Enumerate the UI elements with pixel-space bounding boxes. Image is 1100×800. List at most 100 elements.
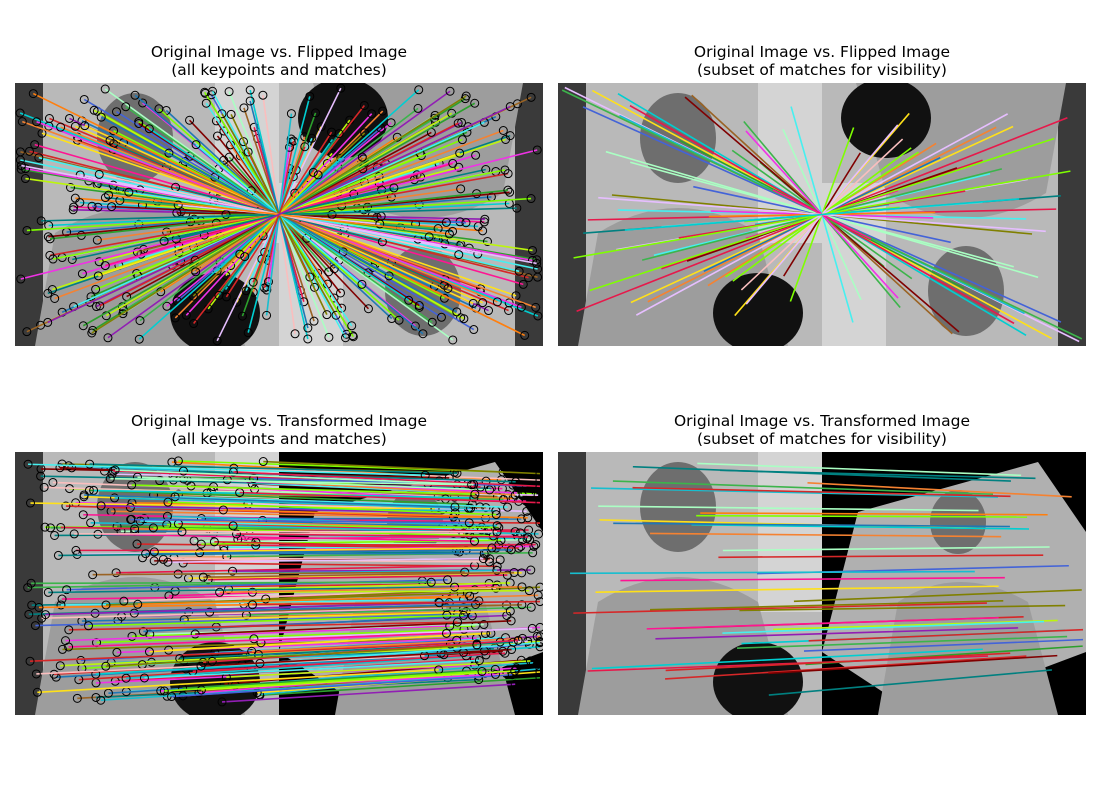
keypoint [491,583,501,593]
keypoint [263,277,273,287]
keypoint [535,638,543,648]
keypoint [111,568,121,578]
keypoint [215,587,225,597]
keypoint [461,218,471,228]
keypoint [50,530,60,540]
keypoint [347,321,357,331]
keypoint [91,302,101,312]
keypoint [248,277,258,287]
keypoint [141,549,151,559]
keypoint [94,169,104,179]
keypoint [444,229,454,239]
match-line [219,586,522,594]
match-line [665,652,1011,672]
match-line [84,494,456,508]
keypoint [316,122,326,132]
match-line [110,477,472,486]
keypoint [322,310,332,320]
keypoint [448,226,458,236]
keypoint [212,336,222,346]
keypoint [517,582,527,592]
keypoint [533,311,543,321]
keypoint [228,566,238,576]
keypoint [155,476,165,486]
keypoint [459,610,469,620]
keypoint [386,118,396,128]
keypoint [445,86,455,96]
match-lines [23,456,543,707]
match-line [68,632,447,648]
title-line-1: Original Image vs. Flipped Image [693,43,951,61]
keypoint [492,521,502,531]
match-line [226,660,531,679]
keypoint [454,250,464,260]
keypoint [189,319,199,329]
keypoint [510,527,520,537]
keypoint [154,104,164,114]
keypoint [135,516,145,526]
match-line [768,669,1053,696]
keypoint [357,152,367,162]
keypoint [125,502,135,512]
keypoint [459,314,469,324]
keypoint [241,286,251,296]
keypoint [471,599,481,609]
keypoint [68,205,78,215]
keypoint [232,529,242,539]
keypoint [532,145,542,155]
keypoint [500,165,510,175]
match-line [143,615,473,633]
keypoint [375,219,385,229]
keypoint [31,669,41,679]
keypoint [492,565,502,575]
keypoint [214,290,224,300]
match-line [650,599,1004,611]
match-image-flipped-all [15,83,543,346]
match-line [696,514,1028,518]
keypoint [531,540,541,550]
keypoint [196,539,206,549]
keypoint [516,302,526,312]
keypoint [514,266,524,276]
keypoint [528,245,538,255]
keypoint [535,673,543,683]
match-line [718,554,1044,559]
keypoint [498,126,508,136]
match-line [137,476,490,491]
keypoint [40,522,50,532]
keypoint [164,148,174,158]
keypoint [485,554,495,564]
keypoint [188,291,198,301]
match-line [68,621,458,631]
keypoint [126,515,136,525]
match-line [632,486,1011,498]
keypoint [474,655,484,665]
match-line [650,532,1002,538]
keypoint [58,644,68,654]
keypoint [357,279,367,289]
match-line [41,606,447,620]
match-line [722,546,1050,552]
keypoint [26,578,36,588]
keypoint [173,200,183,210]
keypoint [404,295,414,305]
keypoint [495,555,505,565]
keypoint [258,231,268,241]
keypoint [66,183,76,193]
keypoint [506,545,516,555]
keypoint [91,284,101,294]
match-line [620,576,1005,582]
keypoint [424,232,434,242]
keypoint [159,236,169,246]
keypoint [112,521,122,531]
keypoint [56,122,66,132]
match-line [203,571,515,578]
keypoint [468,298,478,308]
keypoint [45,523,55,533]
match-line [252,600,541,606]
keypoint [457,135,467,145]
match-line [89,489,473,506]
keypoint [40,610,50,620]
keypoint [247,600,257,610]
match-lines [570,462,1084,696]
